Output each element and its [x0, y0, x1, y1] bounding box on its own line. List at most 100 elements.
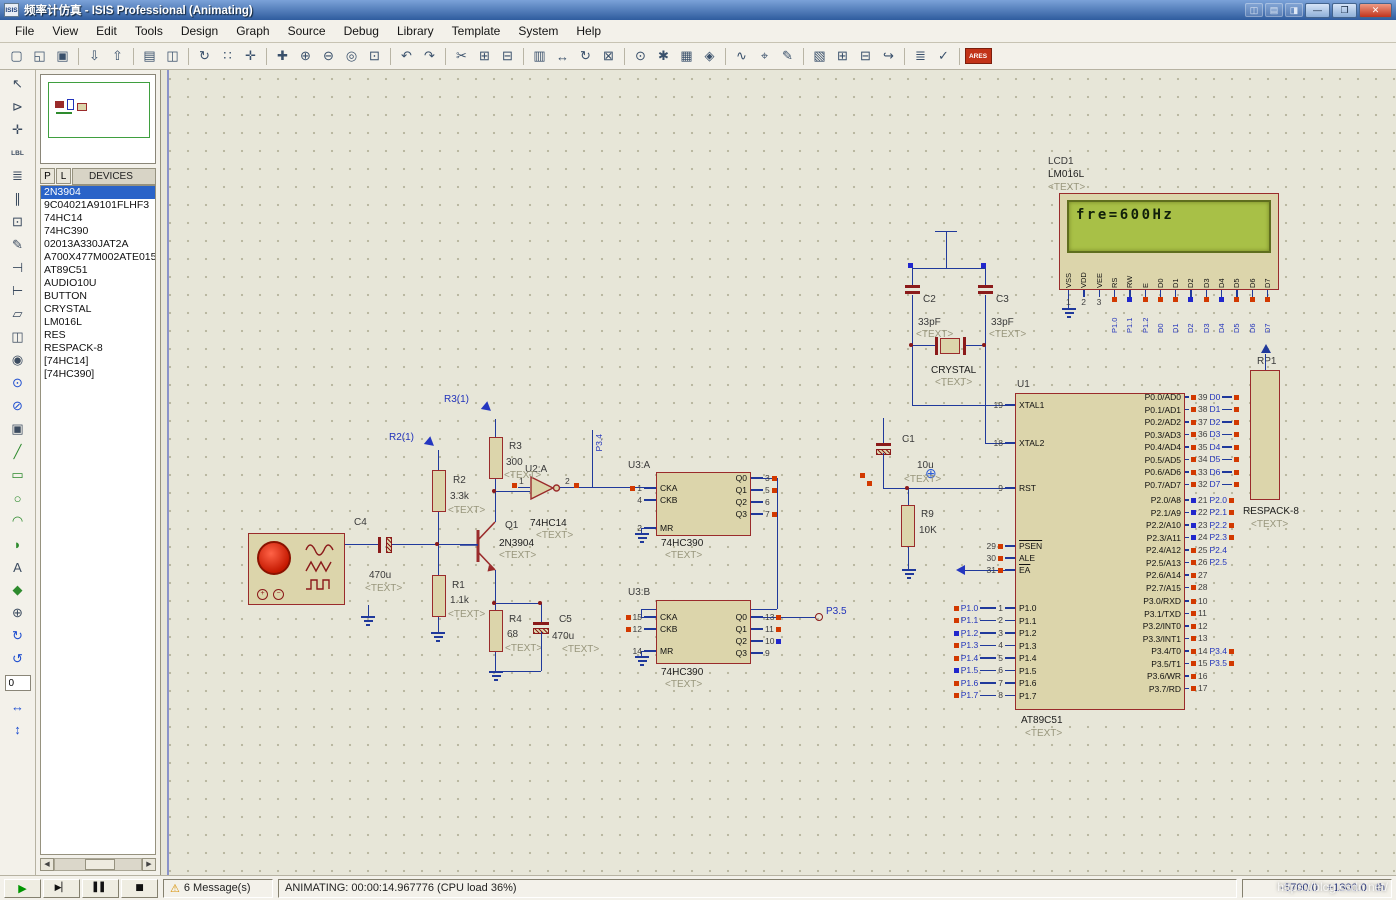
c3-capacitor-plate[interactable] [978, 291, 993, 294]
subcircuit-mode-icon[interactable]: ⊡ [12, 214, 23, 229]
resistor-r1[interactable] [432, 575, 446, 617]
signal-generator[interactable]: + − [248, 533, 345, 605]
flip-horizontal-icon[interactable]: ↔ [11, 698, 24, 714]
menu-item[interactable]: File [15, 24, 35, 38]
device-list-item[interactable]: 74HC14 [44, 212, 83, 224]
graph-mode-icon[interactable]: ▱ [12, 306, 23, 321]
2d-box-icon[interactable]: ▭ [11, 467, 24, 482]
message-panel[interactable]: ⚠ 6 Message(s) [163, 878, 273, 898]
device-list-item[interactable]: 9C04021A9101FLHF3 [44, 199, 150, 211]
flip-vertical-icon[interactable]: ↕ [14, 721, 21, 737]
new-design-icon[interactable]: ▢ [10, 48, 23, 63]
device-pins-mode-icon[interactable]: ⊢ [11, 283, 24, 298]
titlebar-gadget-icon-2[interactable]: ▤ [1265, 3, 1283, 17]
2d-text-icon[interactable]: A [13, 559, 22, 575]
rotate-cw-icon[interactable]: ↻ [12, 628, 23, 643]
zoom-area-icon[interactable]: ⊡ [369, 48, 380, 63]
netlist-to-ares-icon[interactable]: ARES [964, 48, 992, 64]
c2-capacitor-plate[interactable] [905, 291, 920, 294]
save-design-icon[interactable]: ▣ [56, 48, 69, 63]
make-device-icon[interactable]: ✱ [658, 48, 669, 63]
text-script-mode-icon[interactable]: ≣ [12, 168, 23, 183]
menu-item[interactable]: Help [576, 24, 602, 38]
export-section-icon[interactable]: ⇧ [112, 48, 123, 63]
crystal-body[interactable] [940, 338, 960, 354]
device-list-item[interactable]: AUDIO10U [44, 277, 97, 289]
crystal-plate[interactable] [963, 337, 966, 355]
generator-knob[interactable] [257, 541, 291, 575]
stop-button[interactable]: ■ [121, 878, 158, 898]
redraw-icon[interactable]: ↻ [199, 48, 210, 63]
decompose-icon[interactable]: ◈ [704, 48, 715, 63]
packaging-tool-icon[interactable]: ▦ [680, 48, 693, 63]
library-manager-button[interactable]: L [56, 168, 71, 184]
menu-item[interactable]: Edit [96, 24, 117, 38]
titlebar-gadget-icon-3[interactable]: ◨ [1285, 3, 1303, 17]
pause-button[interactable]: ▌▌ [82, 878, 119, 898]
menu-item[interactable]: Tools [134, 24, 163, 38]
redo-icon[interactable]: ↷ [424, 48, 435, 63]
close-button[interactable]: ✕ [1359, 2, 1392, 18]
menu-item[interactable]: Graph [236, 24, 270, 38]
toggle-origin-icon[interactable]: ✛ [245, 48, 256, 63]
resistor-r3[interactable] [489, 437, 503, 479]
rp1-respack-body[interactable] [1250, 370, 1280, 500]
device-list-item[interactable]: LM016L [44, 316, 82, 328]
menu-item[interactable]: Template [451, 24, 501, 38]
zoom-out-icon[interactable]: ⊖ [323, 48, 334, 63]
resistor-r9[interactable] [901, 505, 915, 547]
pan-icon[interactable]: ✚ [277, 48, 288, 63]
voltage-probe-mode-icon[interactable]: ⊙ [12, 375, 23, 390]
bill-of-materials-icon[interactable]: ≣ [915, 48, 926, 63]
c3-capacitor-plate[interactable] [978, 285, 993, 288]
block-move-icon[interactable]: ↔ [556, 48, 569, 64]
tape-recorder-mode-icon[interactable]: ◫ [11, 329, 24, 344]
maximize-button[interactable]: ❐ [1332, 2, 1357, 18]
wire-label-mode-icon[interactable]: LBL [11, 149, 24, 157]
selection-mode-icon[interactable]: ↖ [12, 76, 23, 91]
menu-item[interactable]: Debug [343, 24, 379, 38]
block-rotate-icon[interactable]: ↻ [580, 48, 591, 63]
generator-terminal-plus[interactable]: + [257, 589, 268, 600]
device-list-item[interactable]: [74HC14] [44, 355, 89, 367]
search-tag-icon[interactable]: ⌖ [760, 48, 769, 63]
device-list-item[interactable]: A700X477M002ATE015 [44, 251, 156, 263]
zoom-in-icon[interactable]: ⊕ [300, 48, 311, 63]
block-copy-icon[interactable]: ▥ [533, 48, 546, 63]
device-list-item[interactable]: RESPACK-8 [44, 342, 103, 354]
goto-sheet-icon[interactable]: ↪ [883, 48, 894, 63]
c5-capacitor-plate[interactable] [533, 622, 549, 625]
import-section-icon[interactable]: ⇩ [89, 48, 100, 63]
terminals-mode-icon[interactable]: ⊣ [11, 260, 24, 275]
resistor-r4[interactable] [489, 610, 503, 652]
markers-icon[interactable]: ⊕ [12, 605, 23, 620]
sidebar-horizontal-scrollbar[interactable]: ◀ ▶ [40, 857, 156, 871]
c4-capacitor-plate[interactable] [386, 537, 392, 553]
scrollbar-track[interactable] [54, 857, 142, 871]
minimize-button[interactable]: — [1305, 2, 1330, 18]
2d-arc-icon[interactable]: ◠ [11, 513, 24, 528]
buses-mode-icon[interactable]: ∥ [14, 191, 21, 206]
toggle-grid-icon[interactable]: ∷ [223, 48, 232, 63]
device-list-item[interactable]: 2N3904 [41, 186, 155, 199]
remove-sheet-icon[interactable]: ⊟ [860, 48, 871, 63]
virtual-instruments-mode-icon[interactable]: ▣ [11, 421, 24, 436]
crystal-plate[interactable] [935, 337, 938, 355]
open-design-icon[interactable]: ◱ [33, 48, 46, 63]
new-sheet-icon[interactable]: ⊞ [837, 48, 848, 63]
device-list-item[interactable]: 02013A330JAT2A [44, 238, 129, 250]
design-explorer-icon[interactable]: ▧ [813, 48, 826, 63]
u1-mcu-body[interactable] [1015, 393, 1185, 710]
c4-capacitor-plate[interactable] [378, 537, 381, 553]
scroll-left-arrow[interactable]: ◀ [40, 857, 54, 871]
q1-transistor-symbol[interactable] [460, 514, 498, 578]
scrollbar-thumb[interactable] [85, 858, 116, 870]
property-assignment-icon[interactable]: ✎ [782, 48, 793, 63]
junction-dot-mode-icon[interactable]: ✛ [12, 122, 23, 137]
scroll-right-arrow[interactable]: ▶ [142, 857, 156, 871]
zoom-all-icon[interactable]: ◎ [345, 48, 358, 63]
block-delete-icon[interactable]: ⊠ [603, 48, 614, 63]
2d-circle-icon[interactable]: ○ [13, 490, 22, 506]
cut-icon[interactable]: ✂ [456, 48, 467, 63]
step-button[interactable]: ▶▏ [43, 878, 80, 898]
